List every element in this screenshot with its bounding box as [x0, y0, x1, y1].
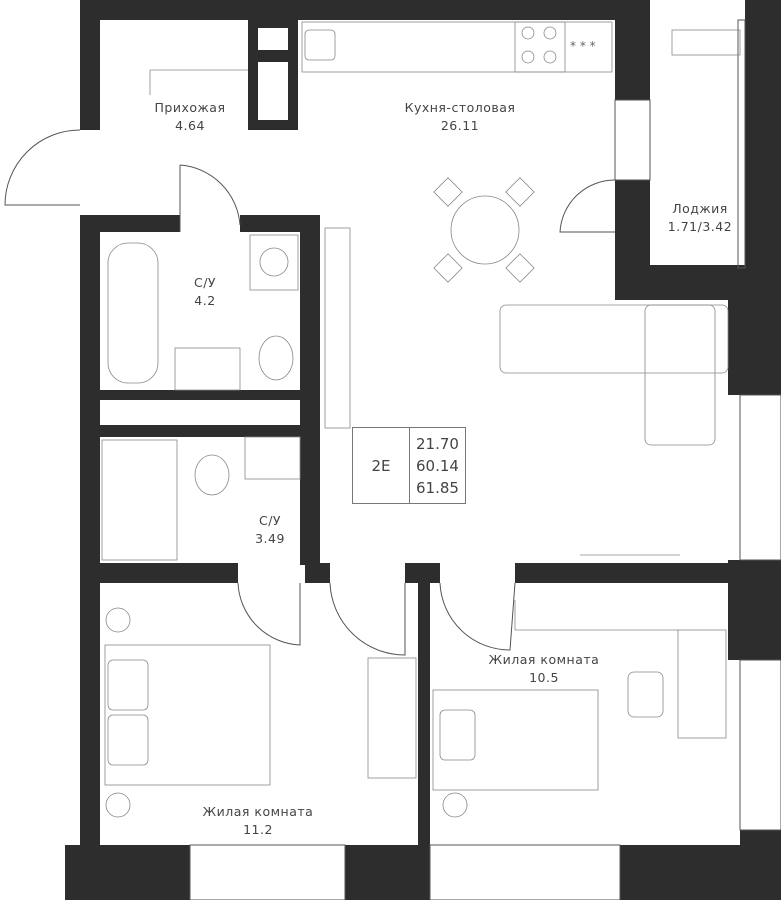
total-area: 60.14	[416, 456, 459, 475]
room-area: 4.2	[194, 293, 216, 308]
room-label-bedroom-2: Жилая комната 10.5	[489, 651, 600, 687]
room-label-hallway: Прихожая 4.64	[155, 99, 226, 135]
room-label-loggia: Лоджия 1.71/3.42	[668, 200, 732, 236]
room-name: Жилая комната	[202, 804, 314, 819]
room-area: 26.11	[440, 118, 480, 133]
room-name: Кухня-столовая	[404, 100, 516, 115]
room-name: С/У	[258, 513, 282, 528]
room-area: 1.71/3.42	[667, 219, 733, 234]
apartment-code: 2E	[353, 428, 410, 503]
room-area: 3.49	[255, 531, 285, 546]
room-label-bathroom-2: С/У 3.49	[255, 512, 285, 548]
living-area: 21.70	[416, 434, 459, 453]
room-name: Жилая комната	[488, 652, 600, 667]
furniture: * * *	[101, 21, 741, 818]
room-name: Лоджия	[672, 201, 728, 216]
room-area: 4.64	[175, 118, 205, 133]
walls	[65, 0, 781, 900]
windows	[189, 19, 781, 900]
total-area-with-loggia: 61.85	[416, 478, 459, 497]
room-area: 11.2	[243, 822, 273, 837]
room-name: С/У	[193, 275, 217, 290]
doors	[4, 129, 616, 656]
svg-text:* * *: * * *	[570, 39, 596, 53]
apartment-info-box: 2E 21.70 60.14 61.85	[352, 427, 466, 504]
room-name: Прихожая	[154, 100, 226, 115]
room-area: 10.5	[529, 670, 559, 685]
room-label-kitchen: Кухня-столовая 26.11	[405, 99, 516, 135]
room-label-bathroom-1: С/У 4.2	[194, 274, 216, 310]
room-label-bedroom-1: Жилая комната 11.2	[203, 803, 314, 839]
